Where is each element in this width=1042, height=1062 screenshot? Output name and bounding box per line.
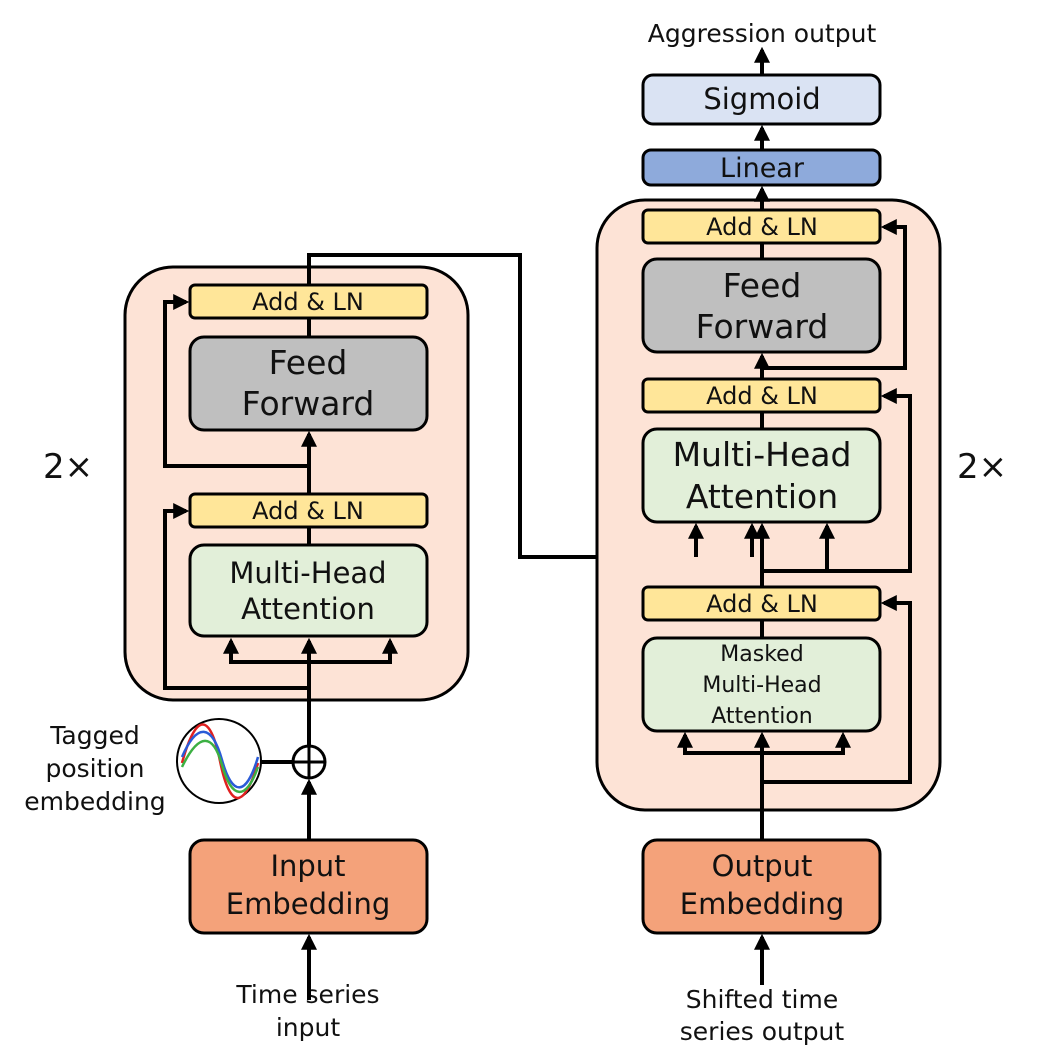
decoder-add-ln-top: Add & LN: [641, 208, 882, 245]
svg-text:Tagged: Tagged: [49, 721, 139, 750]
encoder-feed-forward: Feed Forward: [188, 335, 429, 432]
svg-text:embedding: embedding: [24, 787, 165, 816]
svg-text:Embedding: Embedding: [680, 887, 844, 921]
svg-text:Masked: Masked: [720, 642, 803, 667]
svg-text:Add & LN: Add & LN: [252, 497, 364, 525]
svg-text:Multi-Head: Multi-Head: [673, 435, 852, 474]
svg-text:Add & LN: Add & LN: [706, 213, 818, 241]
svg-text:Sigmoid: Sigmoid: [703, 82, 820, 116]
linear-layer: Linear: [641, 148, 882, 187]
encoder-multi-head-attention: Multi-Head Attention: [188, 543, 429, 638]
input-embedding: Input Embedding: [188, 838, 429, 935]
svg-text:input: input: [276, 1013, 341, 1042]
svg-text:Forward: Forward: [696, 307, 829, 346]
svg-text:Attention: Attention: [241, 592, 375, 626]
svg-text:Feed: Feed: [269, 343, 348, 382]
svg-text:Feed: Feed: [723, 266, 802, 305]
decoder-feed-forward: Feed Forward: [641, 257, 882, 354]
svg-text:Add & LN: Add & LN: [252, 288, 364, 316]
svg-text:Input: Input: [270, 849, 345, 883]
svg-text:Attention: Attention: [711, 704, 813, 729]
svg-text:Forward: Forward: [242, 384, 375, 423]
svg-text:Shifted time: Shifted time: [686, 985, 839, 1014]
position-embedding-label: Tagged position embedding: [24, 721, 165, 816]
svg-text:position: position: [45, 754, 144, 783]
aggression-output-label: Aggression output: [648, 19, 877, 48]
decoder-repeat-label: 2×: [957, 447, 1007, 487]
svg-text:Embedding: Embedding: [226, 887, 390, 921]
encoder-repeat-label: 2×: [43, 447, 93, 487]
output-embedding: Output Embedding: [641, 838, 882, 935]
encoder-add-ln-bottom: Add & LN: [188, 492, 429, 529]
svg-text:Multi-Head: Multi-Head: [702, 673, 821, 698]
svg-text:Linear: Linear: [720, 153, 805, 184]
sine-wave-icon: [176, 718, 262, 804]
svg-text:Multi-Head: Multi-Head: [229, 556, 386, 590]
shifted-output-label: Shifted time series output: [680, 985, 845, 1046]
svg-text:Add & LN: Add & LN: [706, 590, 818, 618]
positional-add-icon: [291, 744, 327, 780]
decoder-add-ln-bottom: Add & LN: [641, 585, 882, 622]
encoder-add-ln-top: Add & LN: [188, 283, 429, 320]
svg-text:series output: series output: [680, 1017, 845, 1046]
decoder-multi-head-attention: Multi-Head Attention: [641, 427, 882, 524]
svg-text:Add & LN: Add & LN: [706, 382, 818, 410]
sigmoid-layer: Sigmoid: [641, 73, 882, 126]
decoder-masked-multi-head-attention: Masked Multi-Head Attention: [641, 636, 882, 733]
decoder-connections: [677, 46, 912, 985]
svg-text:Output: Output: [712, 849, 813, 883]
svg-text:Attention: Attention: [686, 477, 838, 516]
decoder-add-ln-middle: Add & LN: [641, 377, 882, 414]
